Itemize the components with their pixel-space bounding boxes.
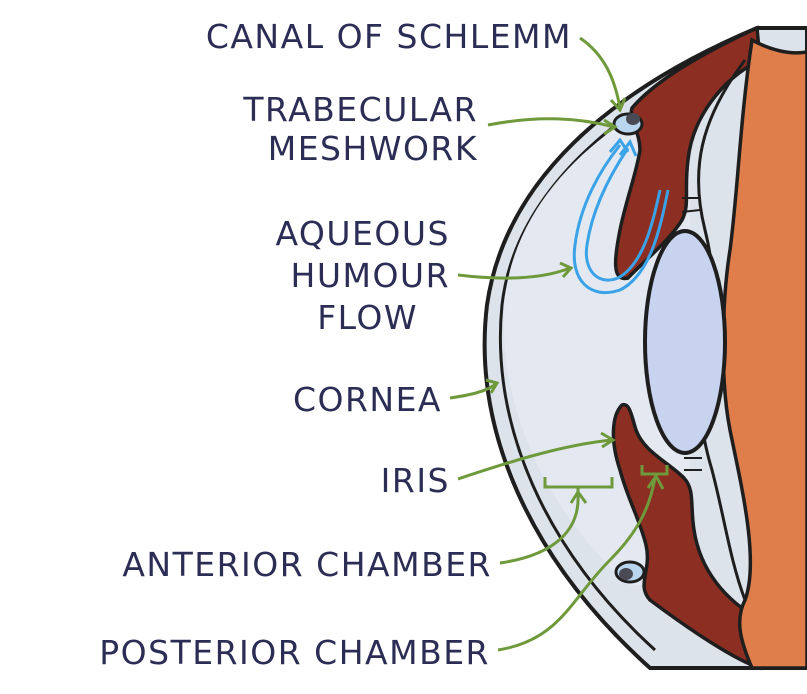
label-aqueous-line1: AQUEOUS (275, 214, 450, 253)
label-aqueous-line3: FLOW (317, 298, 418, 337)
iris-arrowhead (600, 431, 616, 449)
label-posterior-chamber: POSTERIOR CHAMBER (99, 633, 490, 672)
eye-illustration (482, 25, 807, 671)
anterior-arrow (499, 493, 580, 565)
aqueous-arrowhead (559, 261, 574, 278)
cornea-arrowhead (485, 378, 500, 394)
upper-ciliary-body (613, 25, 762, 281)
posterior-chamber-bracket (640, 465, 669, 476)
trabecular-arrow (487, 117, 615, 129)
trabecular-meshwork-bottom (619, 568, 633, 580)
aqueous-flow-outer (572, 144, 670, 295)
label-trabecular-line1: TRABECULAR (242, 90, 478, 129)
canal-arrow (579, 36, 622, 109)
label-cornea: CORNEA (293, 380, 442, 419)
label-iris: IRIS (381, 461, 450, 500)
posterior-arrowhead (646, 473, 665, 490)
leader-arrows (449, 36, 665, 652)
aqueous-flow-arrowhead-2 (618, 139, 638, 157)
cornea-arrow (449, 382, 497, 400)
trabecular-meshwork-top (626, 113, 640, 125)
label-aqueous-line2: HUMOUR (291, 256, 451, 295)
aqueous-arrow (457, 266, 571, 280)
vitreous-body (721, 37, 807, 670)
label-canal-of-schlemm: CANAL OF SCHLEMM (206, 17, 572, 56)
upper-zonule (681, 197, 701, 213)
trabecular-arrowhead (603, 118, 618, 136)
label-trabecular-line2: MESHWORK (268, 129, 478, 168)
labels: CANAL OF SCHLEMM TRABECULAR MESHWORK AQU… (99, 17, 572, 672)
posterior-arrow (497, 477, 657, 652)
lower-zonule (684, 457, 702, 471)
canal-arrowhead (609, 97, 627, 113)
aqueous-flow-inner (584, 147, 662, 282)
lens (643, 229, 727, 455)
label-anterior-chamber: ANTERIOR CHAMBER (122, 545, 492, 584)
iris-arrow (457, 438, 613, 481)
anterior-arrowhead (569, 489, 588, 504)
